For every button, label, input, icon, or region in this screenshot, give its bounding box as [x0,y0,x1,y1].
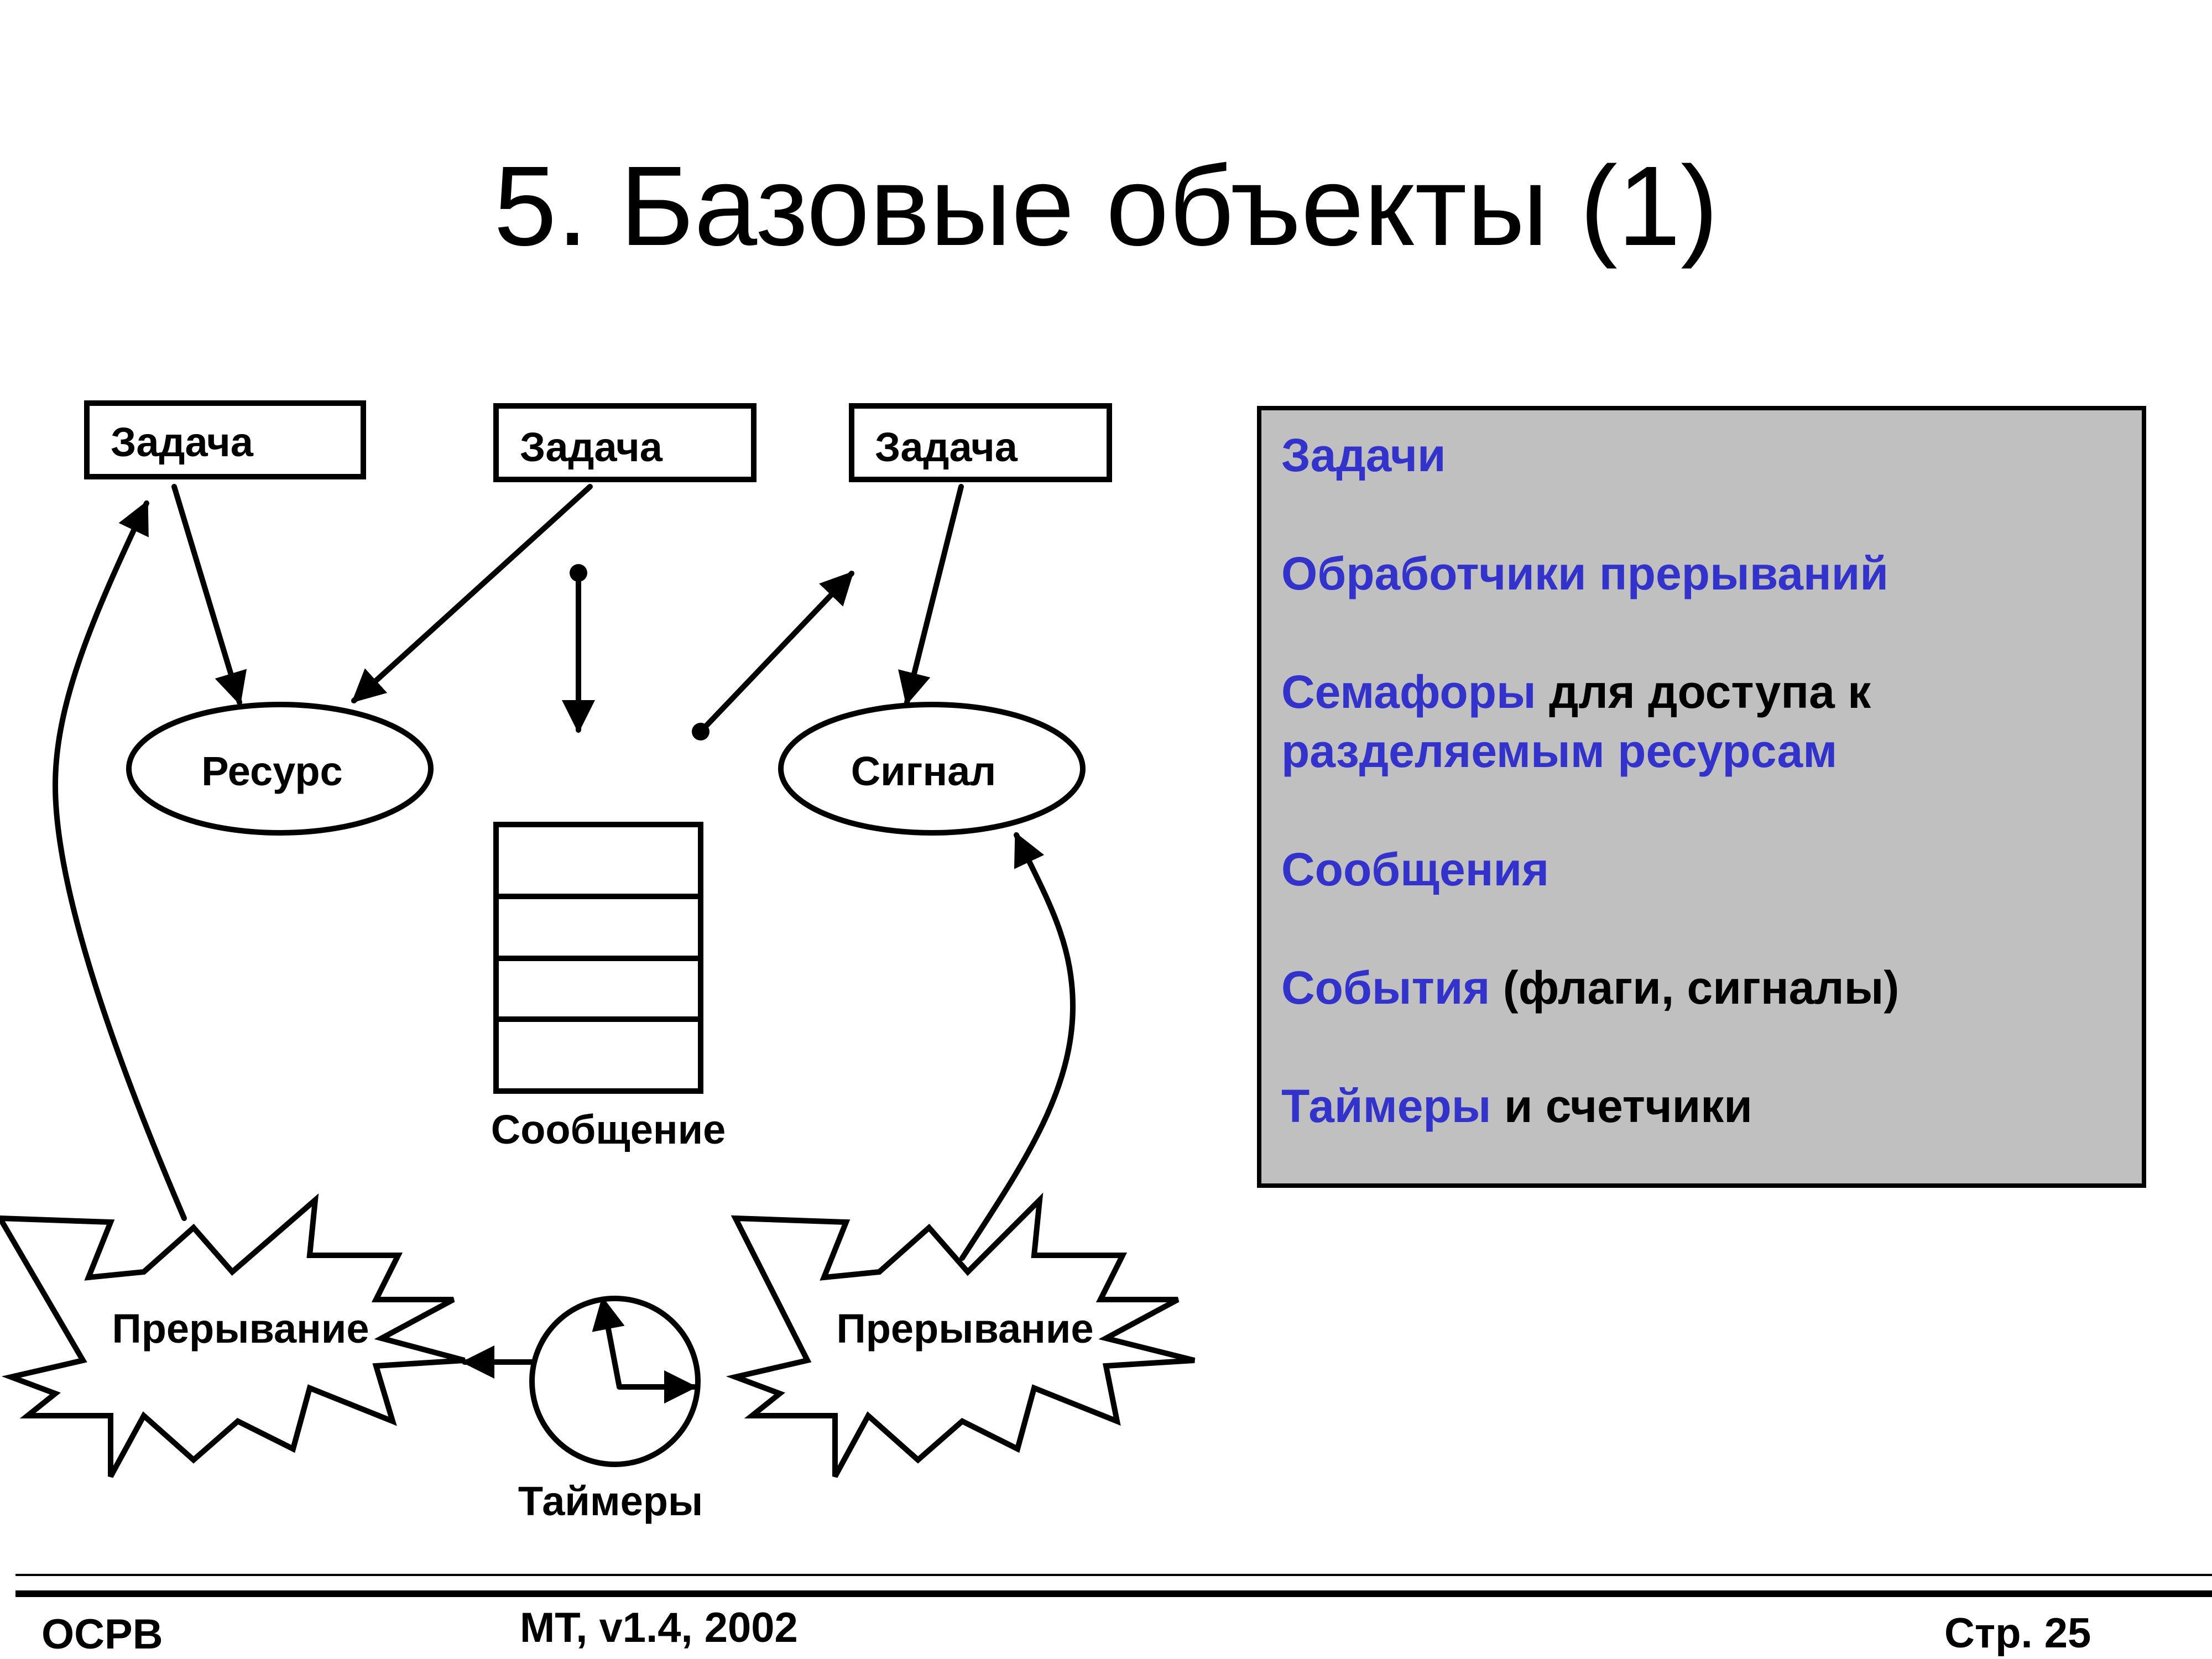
info-keyword: Семафоры [1281,666,1536,718]
timer-clock-icon [529,1296,701,1467]
message-label: Сообщение [491,1107,726,1152]
interrupt-label-right: Прерывание [837,1306,1094,1352]
clock-hand-hour [592,1296,625,1390]
info-panel: Задачи Обработчики прерываний Семафоры д… [1257,406,2146,1188]
info-text: для доступа к [1536,666,1884,718]
slide-title: 5. Базовые объекты (1) [493,143,1719,269]
timers-label: Таймеры [518,1478,703,1524]
signal-label: Сигнал [851,748,997,794]
info-keyword: Задачи [1281,429,1446,481]
info-keyword-2: разделяемым ресурсам [1281,725,1838,777]
task-box-3 [849,403,1112,482]
message-dot-right [692,723,709,740]
info-item-tasks: Задачи [1281,426,2122,485]
interrupt-burst-right [726,1192,1196,1478]
footer-center: MT, v1.4, 2002 [520,1604,798,1651]
info-item-events: События (флаги, сигналы) [1281,958,2122,1018]
message-queue-icon [493,822,703,1094]
interrupt-burst-left [0,1193,466,1478]
task-box-1 [84,400,366,479]
info-item-interrupt-handlers: Обработчики прерываний [1281,544,2122,603]
info-item-semaphores: Семафоры для доступа к разделяемым ресур… [1281,662,2122,781]
info-text: и счетчики [1491,1080,1752,1132]
info-keyword: Сообщения [1281,843,1550,895]
info-keyword: Таймеры [1281,1080,1491,1132]
arrow-message-to-task3 [698,571,854,734]
resource-ellipse [126,702,434,836]
footer-right: Стр. 25 [1944,1610,2091,1657]
info-text: (флаги, сигналы) [1490,962,1900,1014]
task-label-1: Задача [111,419,254,465]
task-label-2: Задача [520,424,663,470]
arrow-task3-signal [898,484,964,706]
arrow-interrupt-to-signal [959,832,1076,1261]
signal-ellipse [778,702,1086,836]
task-label-3: Задача [875,424,1018,470]
arrow-interrupt-to-task1 [52,500,187,1221]
info-item-messages: Сообщения [1281,840,2122,899]
resource-label: Ресурс [201,748,342,794]
info-item-timers: Таймеры и счетчики [1281,1077,2122,1136]
arrow-task2-resource [351,484,593,703]
arrow-task1-resource [171,484,247,706]
info-keyword: Обработчики прерываний [1281,547,1888,599]
task-box-2 [493,403,757,482]
message-dot-top [570,564,587,582]
info-keyword: События [1281,962,1490,1014]
interrupt-label-left: Прерывание [112,1306,369,1352]
footer-left: ОСРВ [41,1611,163,1658]
